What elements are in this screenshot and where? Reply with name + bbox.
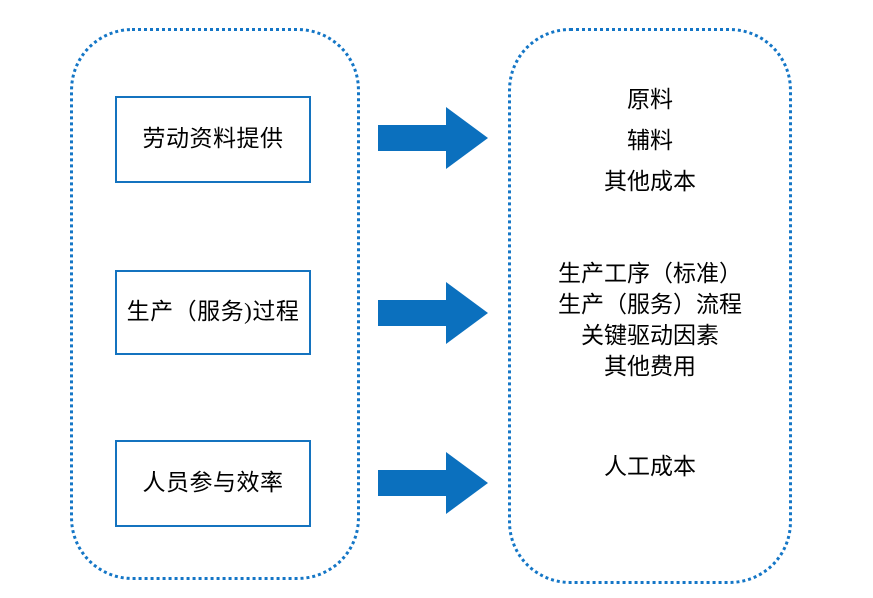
driver-box-staff-efficiency[interactable]: 人员参与效率 <box>115 440 311 527</box>
right-arrow-icon <box>378 107 488 169</box>
outcome-line: 其他成本 <box>604 169 696 194</box>
driver-box-label: 人员参与效率 <box>142 470 284 496</box>
outcome-line: 辅料 <box>627 128 673 153</box>
driver-box-label: 生产（服务)过程 <box>126 299 300 325</box>
outcome-block-materials: 原料 辅料 其他成本 <box>518 88 782 193</box>
right-arrow-icon <box>378 282 488 344</box>
outcome-line: 人工成本 <box>604 454 696 479</box>
outcome-line: 其他费用 <box>604 354 696 379</box>
outcome-line: 生产（服务）流程 <box>558 292 742 317</box>
driver-box-label: 劳动资料提供 <box>142 126 284 152</box>
outputs-group-panel <box>508 28 792 584</box>
right-arrow-icon <box>378 452 488 514</box>
outcome-line: 原料 <box>627 87 673 112</box>
inputs-group-panel <box>70 28 360 580</box>
driver-box-production-process[interactable]: 生产（服务)过程 <box>115 270 311 355</box>
outcome-line: 关键驱动因素 <box>581 323 719 348</box>
outcome-line: 生产工序（标准） <box>558 261 742 286</box>
driver-box-labor-materials[interactable]: 劳动资料提供 <box>115 96 311 183</box>
outcome-block-labor-cost: 人工成本 <box>518 455 782 478</box>
outcome-block-process: 生产工序（标准） 生产（服务）流程 关键驱动因素 其他费用 <box>518 262 782 378</box>
